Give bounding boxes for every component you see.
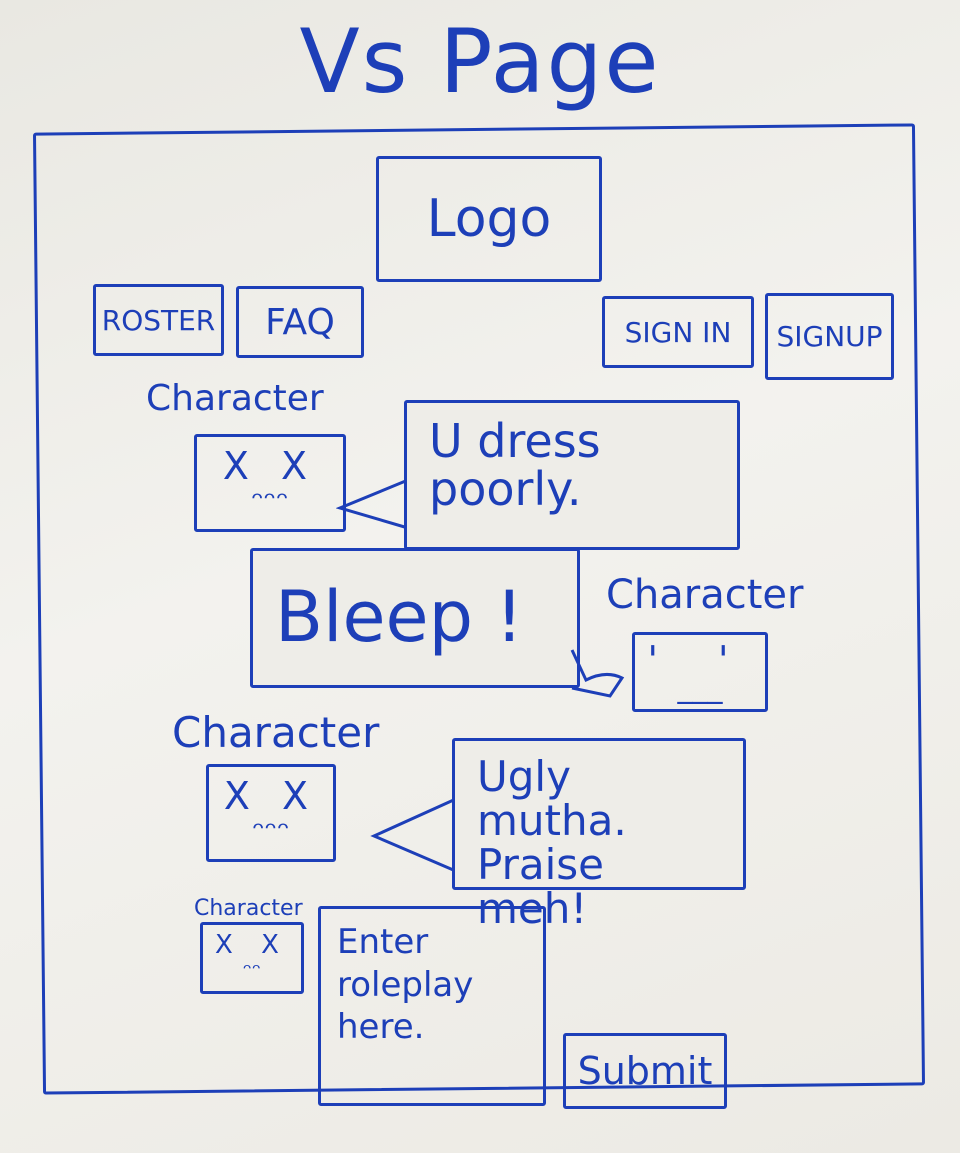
avatar-eyes: X X <box>223 774 319 818</box>
avatar-eyes: ' ' <box>647 638 753 682</box>
speech-bubble-tail <box>570 649 625 698</box>
avatar-eyes: X X <box>222 444 318 488</box>
avatar-mouth: ᵔᵔ <box>242 960 262 985</box>
message-line: poorly. <box>429 462 582 517</box>
speech-bubble-tail <box>336 478 409 530</box>
avatar-mouth: ___ <box>677 670 723 705</box>
character-label: Character <box>172 708 380 757</box>
character-avatar[interactable]: X X ᵔᵔᵔ <box>194 434 346 532</box>
character-avatar[interactable]: X X ᵔᵔᵔ <box>206 764 336 862</box>
speech-bubble: Bleep ! <box>250 548 580 688</box>
speech-bubble: Ugly mutha. Praise meh! <box>452 738 746 931</box>
nav-roster-button[interactable]: ROSTER <box>93 284 224 356</box>
composer-character-label: Character <box>194 896 303 921</box>
message-line: Bleep ! <box>275 576 524 659</box>
character-label: Character <box>146 378 324 419</box>
character-avatar[interactable]: ' ' ___ <box>632 632 768 712</box>
page-title: Vs Page <box>299 10 661 113</box>
avatar-mouth: ᵔᵔᵔ <box>251 486 289 521</box>
message-line: U dress <box>429 414 601 468</box>
sign-up-button[interactable]: SIGNUP <box>765 293 894 380</box>
nav-faq-button[interactable]: FAQ <box>236 286 364 358</box>
character-label: Character <box>606 572 804 618</box>
message-line: Ugly mutha. <box>477 752 627 846</box>
speech-bubble-tail <box>370 796 459 874</box>
sign-in-button[interactable]: SIGN IN <box>602 296 754 368</box>
roleplay-input[interactable] <box>318 906 546 1106</box>
avatar-eyes: X X <box>215 930 289 960</box>
speech-bubble: U dress poorly. <box>404 400 740 550</box>
composer-character-avatar[interactable]: X X ᵔᵔ <box>200 922 304 994</box>
avatar-mouth: ᵔᵔᵔ <box>252 816 290 851</box>
submit-button[interactable]: Submit <box>563 1033 727 1109</box>
logo[interactable]: Logo <box>376 156 602 282</box>
